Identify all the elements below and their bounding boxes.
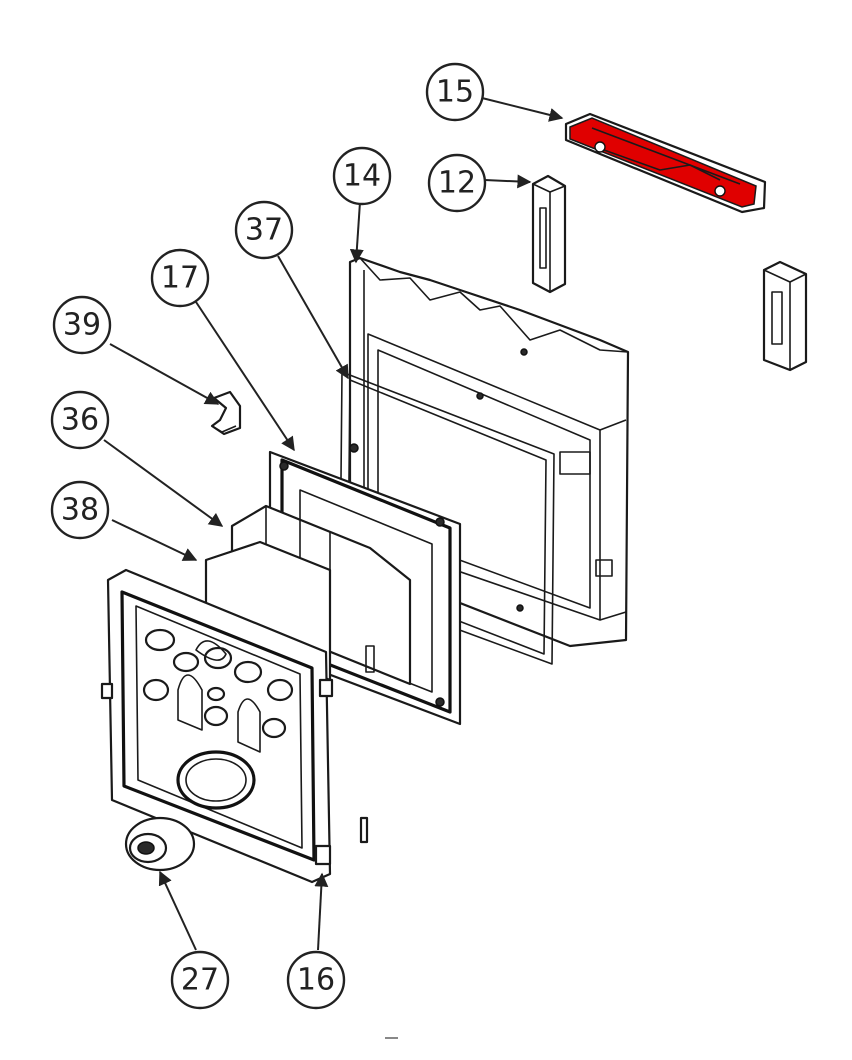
callout-36-label: 36 xyxy=(61,403,99,438)
part-15-top-bracket[interactable] xyxy=(564,112,767,214)
part-12-upper-block[interactable] xyxy=(531,174,567,294)
part-16-front-door[interactable] xyxy=(100,568,369,884)
callout-27-label: 27 xyxy=(181,963,219,998)
callout-16-label: 16 xyxy=(297,963,335,998)
callout-38: 38 xyxy=(50,480,110,540)
callout-12-label: 12 xyxy=(438,166,476,201)
part-39-latch[interactable] xyxy=(210,390,242,436)
part-27-door-knob[interactable] xyxy=(124,816,196,872)
callout-14-label: 14 xyxy=(343,159,381,194)
callout-39: 39 xyxy=(52,295,112,355)
callout-15: 15 xyxy=(425,62,485,122)
part-12-lower-block[interactable] xyxy=(762,260,808,372)
callout-17-label: 17 xyxy=(161,261,199,296)
callout-36: 36 xyxy=(50,390,110,450)
callout-37-label: 37 xyxy=(245,213,283,248)
callout-39-label: 39 xyxy=(63,308,101,343)
callout-27: 27 xyxy=(170,950,230,1010)
callout-37: 37 xyxy=(234,200,294,260)
leader-lines xyxy=(103,97,564,951)
callout-38-label: 38 xyxy=(61,493,99,528)
part-15-highlight xyxy=(569,117,757,208)
callout-16: 16 xyxy=(286,950,346,1010)
callout-15-label: 15 xyxy=(436,75,474,110)
callout-12: 12 xyxy=(427,153,487,213)
callout-14: 14 xyxy=(332,146,392,206)
callout-17: 17 xyxy=(150,248,210,308)
